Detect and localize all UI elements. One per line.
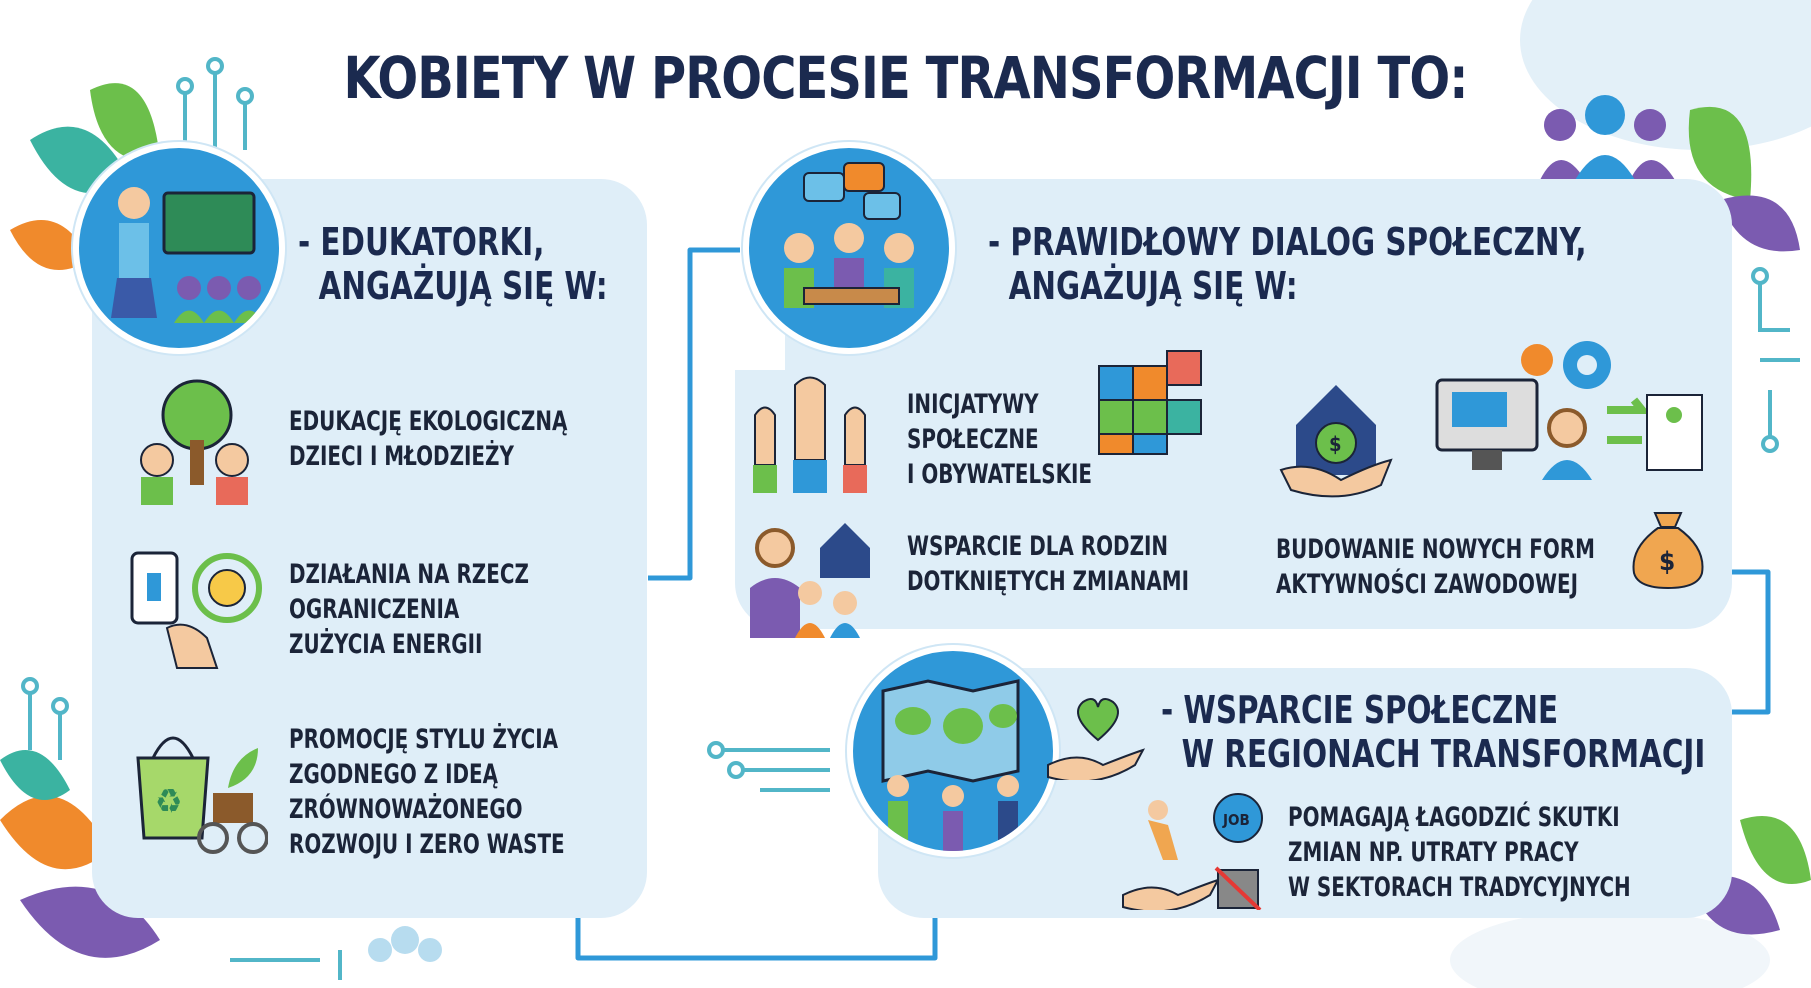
raised-hands-icon bbox=[745, 375, 880, 495]
item-line: OGRANICZENIA bbox=[289, 594, 460, 625]
item-line: ZMIAN NP. UTRATY PRACY bbox=[1288, 837, 1579, 868]
job-badge: JOB bbox=[1222, 811, 1250, 829]
item-line: ZRÓWNOWAŻONEGO bbox=[289, 794, 523, 825]
item-line: ZUŻYCIA ENERGII bbox=[289, 629, 483, 660]
heading-line: - EDUKATORKI, bbox=[298, 220, 545, 264]
heart-hand-icon bbox=[1043, 690, 1148, 780]
family-house-icon bbox=[740, 518, 875, 640]
world-map-people-icon bbox=[847, 645, 1059, 857]
support-heading: - WSPARCIE SPOŁECZNE W REGIONACH TRANSFO… bbox=[1161, 688, 1705, 776]
item-line: INICJATYWY bbox=[907, 389, 1039, 420]
svg-text:$: $ bbox=[1659, 547, 1675, 577]
educators-heading: - EDUKATORKI, ANGAŻUJĄ SIĘ W: bbox=[298, 220, 608, 308]
item-line: WSPARCIE DLA RODZIN bbox=[907, 531, 1169, 562]
item-line: BUDOWANIE NOWYCH FORM bbox=[1276, 534, 1595, 565]
item-line: I OBYWATELSKIE bbox=[907, 459, 1093, 490]
item-line: ROZWOJU I ZERO WASTE bbox=[289, 829, 565, 860]
computer-career-icon bbox=[1432, 340, 1707, 485]
heading-line: ANGAŻUJĄ SIĘ W: bbox=[1008, 264, 1298, 308]
item-line: EDUKACJĘ EKOLOGICZNĄ bbox=[289, 406, 568, 437]
house-money-hand-icon: $ bbox=[1276, 375, 1396, 500]
page-title: KOBIETY W PROCESIE TRANSFORMACJI TO: bbox=[343, 44, 1468, 112]
item-line: W SEKTORACH TRADYCYJNYCH bbox=[1288, 872, 1631, 903]
dialogue-heading: - PRAWIDŁOWY DIALOG SPOŁECZNY, ANGAŻUJĄ … bbox=[988, 220, 1587, 308]
item-line: ZGODNEGO Z IDEĄ bbox=[289, 759, 499, 790]
heading-line: ANGAŻUJĄ SIĘ W: bbox=[318, 264, 608, 308]
item-line: POMAGAJĄ ŁAGODZIĆ SKUTKI bbox=[1288, 802, 1620, 833]
job-loss-help-icon: JOB bbox=[1118, 790, 1263, 910]
dialogue-item-families: WSPARCIE DLA RODZIN DOTKNIĘTYCH ZMIANAMI bbox=[907, 529, 1189, 599]
svg-text:$: $ bbox=[1329, 432, 1342, 456]
heading-line: W REGIONACH TRANSFORMACJI bbox=[1181, 732, 1706, 776]
item-line: AKTYWNOŚCI ZAWODOWEJ bbox=[1276, 569, 1578, 600]
heading-line: - PRAWIDŁOWY DIALOG SPOŁECZNY, bbox=[988, 220, 1587, 264]
teacher-classroom-icon bbox=[73, 142, 285, 354]
recycle-bag-bicycle-icon: ♻ bbox=[133, 718, 268, 858]
support-item-job-loss: POMAGAJĄ ŁAGODZIĆ SKUTKI ZMIAN NP. UTRAT… bbox=[1288, 800, 1631, 905]
heading-line: - WSPARCIE SPOŁECZNE bbox=[1161, 688, 1559, 732]
item-line: PROMOCJĘ STYLU ŻYCIA bbox=[289, 724, 559, 755]
svg-text:♻: ♻ bbox=[155, 782, 182, 822]
educators-item-energy: DZIAŁANIA NA RZECZ OGRANICZENIA ZUŻYCIA … bbox=[289, 557, 529, 662]
item-line: DZIECI I MŁODZIEŻY bbox=[289, 441, 514, 472]
educators-item-ecology: EDUKACJĘ EKOLOGICZNĄ DZIECI I MŁODZIEŻY bbox=[289, 404, 567, 474]
item-line: DOTKNIĘTYCH ZMIANAMI bbox=[907, 566, 1190, 597]
puzzle-icon bbox=[1097, 346, 1209, 458]
light-switch-energy-icon bbox=[127, 548, 267, 678]
money-bag-icon: $ bbox=[1630, 508, 1706, 590]
item-line: SPOŁECZNE bbox=[907, 424, 1039, 455]
item-line: DZIAŁANIA NA RZECZ bbox=[289, 559, 529, 590]
dialogue-item-professional-activity: BUDOWANIE NOWYCH FORM AKTYWNOŚCI ZAWODOW… bbox=[1276, 532, 1595, 602]
tree-children-icon bbox=[127, 375, 262, 510]
dialogue-item-initiatives: INICJATYWY SPOŁECZNE I OBYWATELSKIE bbox=[907, 387, 1092, 492]
dialogue-meeting-icon bbox=[743, 142, 955, 354]
educators-item-lifestyle: PROMOCJĘ STYLU ŻYCIA ZGODNEGO Z IDEĄ ZRÓ… bbox=[289, 722, 565, 862]
